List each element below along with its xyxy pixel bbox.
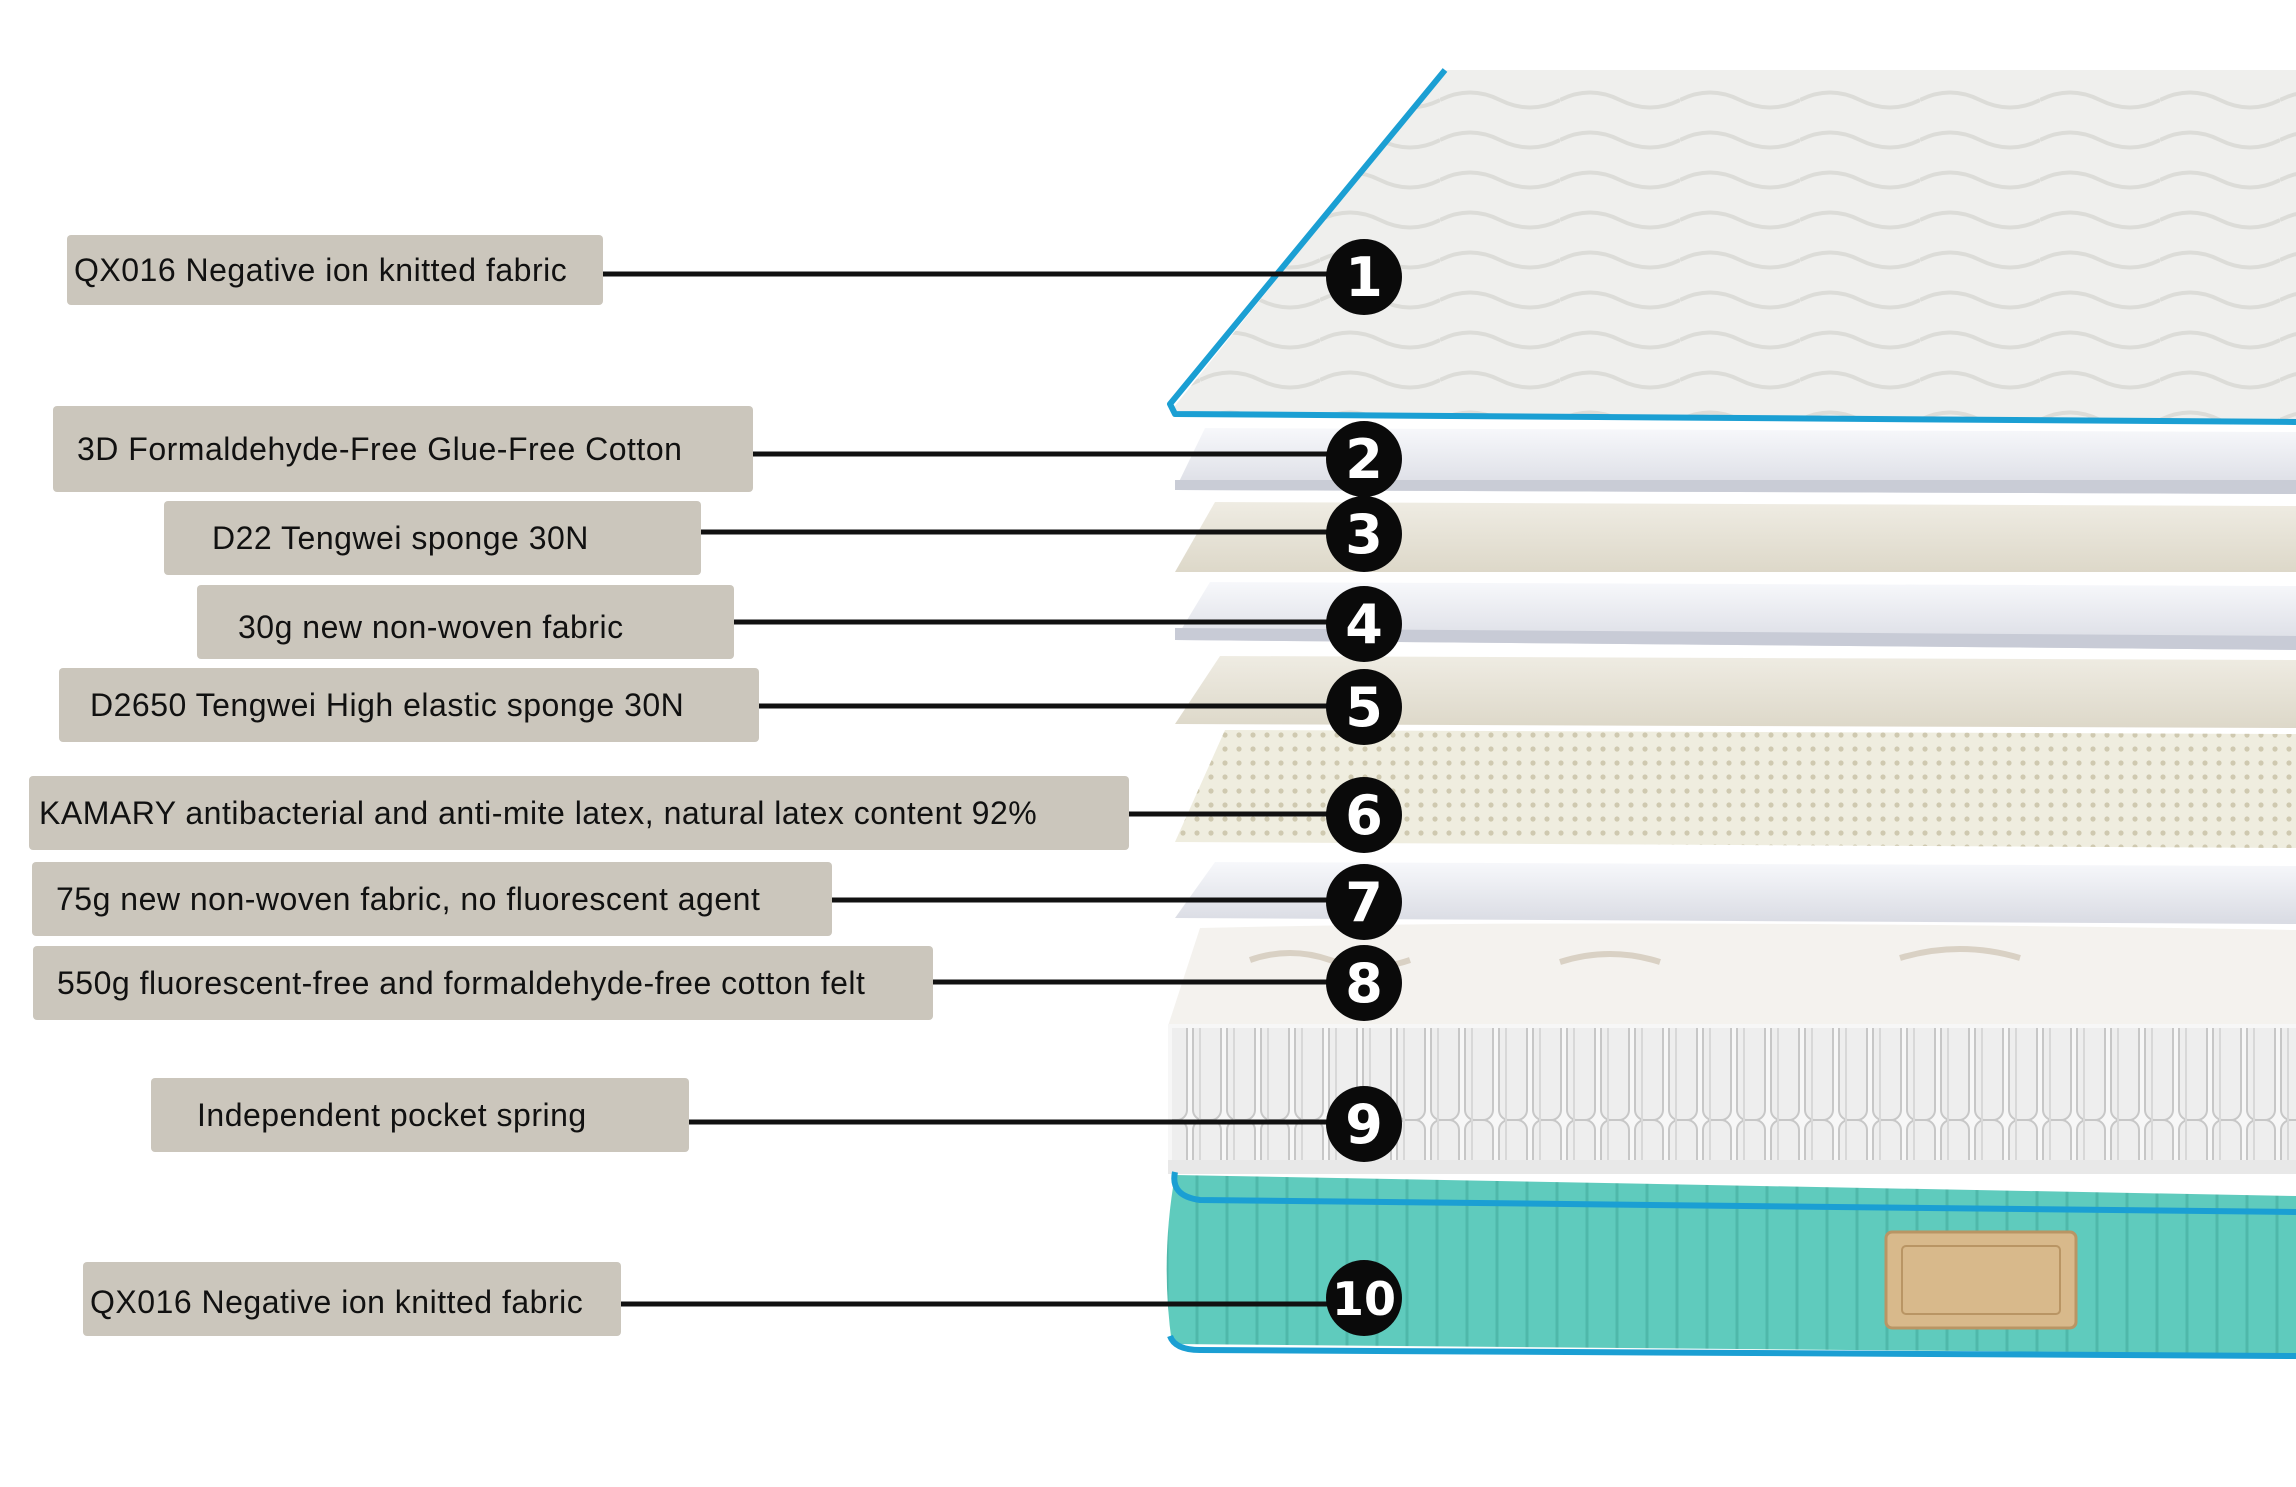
- layer-label-4: 30g new non-woven fabric: [197, 585, 734, 659]
- svg-text:9: 9: [1345, 1093, 1383, 1156]
- badge-1: 1: [1326, 239, 1402, 315]
- layer-4-non-woven: [1175, 582, 2296, 650]
- layer-label-2-text: 3D Formaldehyde-Free Glue-Free Cotton: [77, 430, 683, 467]
- svg-text:10: 10: [1332, 1272, 1396, 1326]
- layer-label-1: QX016 Negative ion knitted fabric: [67, 235, 603, 305]
- layer-label-3-text: D22 Tengwei sponge 30N: [212, 519, 589, 556]
- badge-3: 3: [1326, 496, 1402, 572]
- badge-9: 9: [1326, 1086, 1402, 1162]
- layer-label-4-text: 30g new non-woven fabric: [238, 608, 624, 645]
- layer-10-side-panel: [1166, 1171, 2296, 1359]
- layer-3-sponge: [1175, 502, 2296, 572]
- layer-2-3d-cotton: [1175, 428, 2296, 494]
- badge-4: 4: [1326, 586, 1402, 662]
- svg-text:1: 1: [1345, 246, 1383, 309]
- layer-label-9: Independent pocket spring: [151, 1078, 689, 1152]
- layer-6-latex: [1175, 730, 2296, 848]
- layer-5-elastic-sponge: [1175, 656, 2296, 728]
- svg-text:4: 4: [1345, 593, 1383, 656]
- layer-8-cotton-felt: [1168, 923, 2296, 1030]
- badge-5: 5: [1326, 669, 1402, 745]
- layer-label-8-text: 550g fluorescent-free and formaldehyde-f…: [57, 964, 866, 1001]
- badge-2: 2: [1326, 421, 1402, 497]
- layer-label-3: D22 Tengwei sponge 30N: [164, 501, 701, 575]
- svg-text:7: 7: [1345, 871, 1383, 934]
- svg-text:5: 5: [1345, 676, 1383, 739]
- layer-label-8: 550g fluorescent-free and formaldehyde-f…: [33, 946, 933, 1020]
- badge-7: 7: [1326, 864, 1402, 940]
- svg-text:8: 8: [1345, 952, 1383, 1015]
- layer-7-non-woven: [1175, 862, 2296, 924]
- layer-label-7: 75g new non-woven fabric, no fluorescent…: [32, 862, 832, 936]
- layer-label-7-text: 75g new non-woven fabric, no fluorescent…: [56, 880, 761, 917]
- layer-label-5: D2650 Tengwei High elastic sponge 30N: [59, 668, 759, 742]
- layer-label-10-text: QX016 Negative ion knitted fabric: [90, 1283, 584, 1320]
- leader-lines: [601, 271, 1340, 1307]
- svg-text:6: 6: [1345, 784, 1383, 847]
- layer-label-9-text: Independent pocket spring: [197, 1096, 587, 1133]
- layer-label-2: 3D Formaldehyde-Free Glue-Free Cotton: [53, 406, 753, 492]
- badge-10: 10: [1326, 1260, 1402, 1336]
- brand-tag: [1884, 1230, 2078, 1330]
- badge-8: 8: [1326, 945, 1402, 1021]
- layer-label-1-text: QX016 Negative ion knitted fabric: [74, 251, 568, 288]
- layer-label-10: QX016 Negative ion knitted fabric: [83, 1262, 621, 1336]
- layer-label-6: KAMARY antibacterial and anti-mite latex…: [29, 776, 1129, 850]
- svg-text:2: 2: [1345, 428, 1383, 491]
- svg-text:3: 3: [1345, 503, 1383, 566]
- layer-1-top-fabric: [1167, 68, 2296, 425]
- layer-label-6-text: KAMARY antibacterial and anti-mite latex…: [39, 794, 1038, 831]
- layer-label-5-text: D2650 Tengwei High elastic sponge 30N: [90, 686, 685, 723]
- badge-6: 6: [1326, 777, 1402, 853]
